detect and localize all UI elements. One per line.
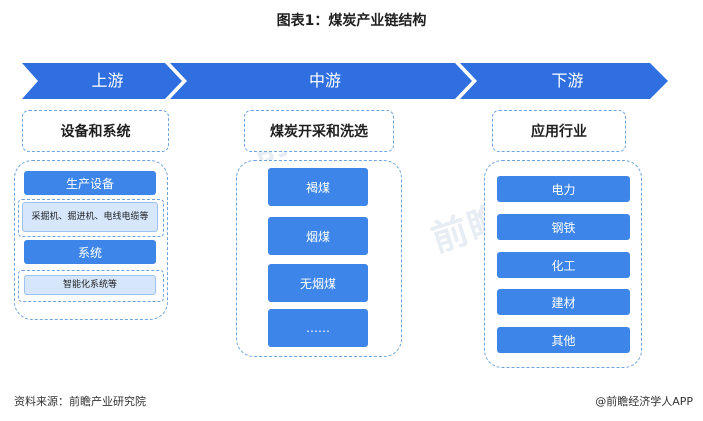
upstream-system-detail-wrap <box>18 270 164 302</box>
downstream-item: 化工 <box>497 252 630 278</box>
stage-label-midstream: 中游 <box>308 71 341 90</box>
upstream-equipment-detail-wrap <box>18 199 164 237</box>
upstream-equipment-detail: 采掘机、掘进机、电线电缆等 <box>22 202 158 232</box>
downstream-item: 其他 <box>497 327 630 353</box>
midstream-item: …… <box>268 309 368 347</box>
midstream-item: 烟煤 <box>268 217 368 255</box>
upstream-system: 系统 <box>24 240 156 264</box>
downstream-head: 应用行业 <box>492 110 626 152</box>
arrow-midstream <box>170 63 472 99</box>
downstream-item: 建材 <box>497 289 630 315</box>
page-title: 图表1：煤炭产业链结构 <box>276 13 427 29</box>
downstream-item: 电力 <box>497 176 630 202</box>
upstream-head: 设备和系统 <box>22 110 169 152</box>
arrow-upstream <box>22 63 182 99</box>
downstream-item: 钢铁 <box>497 214 630 240</box>
stage-label-upstream: 上游 <box>91 71 124 90</box>
upstream-system-detail: 智能化系统等 <box>24 275 156 295</box>
stage-label-downstream: 下游 <box>551 71 584 90</box>
source-note: 资料来源：前瞻产业研究院 <box>14 395 146 408</box>
midstream-item: 无烟煤 <box>268 264 368 302</box>
brand-credit: @前瞻经济学人APP <box>595 395 693 408</box>
midstream-item: 褐煤 <box>268 168 368 206</box>
midstream-head: 煤炭开采和洗选 <box>244 110 394 152</box>
arrow-downstream <box>460 63 668 99</box>
upstream-equipment: 生产设备 <box>24 171 156 195</box>
